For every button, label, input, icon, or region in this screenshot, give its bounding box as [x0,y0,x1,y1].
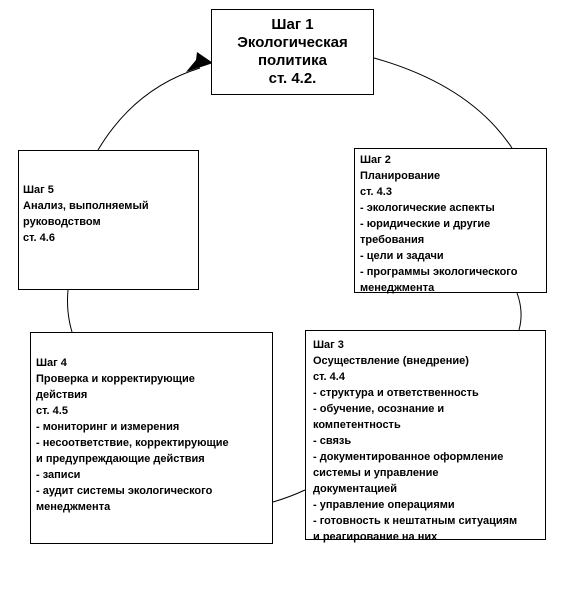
step4-item-cont: и предупреждающие действия [36,453,205,465]
step1-name-cont: политика [257,52,328,69]
step2-item-cont: менеджмента [360,282,435,294]
step4-item: - мониторинг и измерения [36,421,180,433]
step3-item: - управление операциями [313,499,455,511]
step2-item: - цели и задачи [360,250,444,262]
step2-item: - программы экологического [360,266,518,278]
step1-title: Шаг 1 [271,16,314,33]
step1-box: Шаг 1 Экологическая политика ст. 4.2. [211,9,374,95]
step4-name-cont: действия [36,389,88,401]
step3-title: Шаг 3 [313,339,344,351]
step3-item: - обучение, осознание и [313,403,445,415]
step3-item-cont: документацией [313,483,397,495]
step3-item-cont: и реагирование на них [313,531,438,543]
step3-item: - документированное оформление [313,451,504,463]
arc-step3-to-step4 [272,489,306,503]
step4-box: Шаг 4 Проверка и корректирующие действия… [30,332,273,544]
step4-item: - аудит системы экологического [36,485,213,497]
step3-item-cont: компетентность [313,419,401,431]
step4-name: Проверка и корректирующие [36,373,195,385]
step2-box: Шаг 2 Планирование ст. 4.3 - экологическ… [354,148,547,294]
arc-step2-to-step3 [516,292,522,331]
step3-name: Осуществление (внедрение) [313,355,469,367]
arc-step1-to-step2 [373,57,513,149]
step4-item: - записи [36,469,81,481]
step5-name: Анализ, выполняемый [23,200,149,212]
step4-clause: ст. 4.5 [36,405,68,417]
step2-clause: ст. 4.3 [360,186,392,198]
step5-clause: ст. 4.6 [23,232,55,244]
step3-item-cont: системы и управление [313,467,439,479]
step3-box: Шаг 3 Осуществление (внедрение) ст. 4.4 … [305,330,546,543]
step5-title: Шаг 5 [23,184,54,196]
step2-item-cont: требования [360,234,425,246]
step3-item: - связь [313,435,352,447]
arrowhead-icon [186,52,213,72]
arc-step4-to-step5 [67,289,73,333]
step2-item: - экологические аспекты [360,202,495,214]
step1-clause: ст. 4.2. [268,70,317,87]
step3-item: - структура и ответственность [313,387,479,399]
step2-item: - юридические и другие [360,218,491,230]
arc-step5-to-step1 [97,67,201,151]
step1-name: Экологическая [237,34,348,51]
step3-clause: ст. 4.4 [313,371,345,383]
step4-item-cont: менеджмента [36,501,111,513]
step4-title: Шаг 4 [36,357,67,369]
step5-box: Шаг 5 Анализ, выполняемый руководством с… [18,150,199,290]
step3-item: - готовность к нештатным ситуациям [313,515,518,527]
step2-title: Шаг 2 [360,154,391,166]
step5-name-cont: руководством [23,216,101,228]
step2-name: Планирование [360,170,441,182]
step4-item: - несоответствие, корректирующие [36,437,229,449]
